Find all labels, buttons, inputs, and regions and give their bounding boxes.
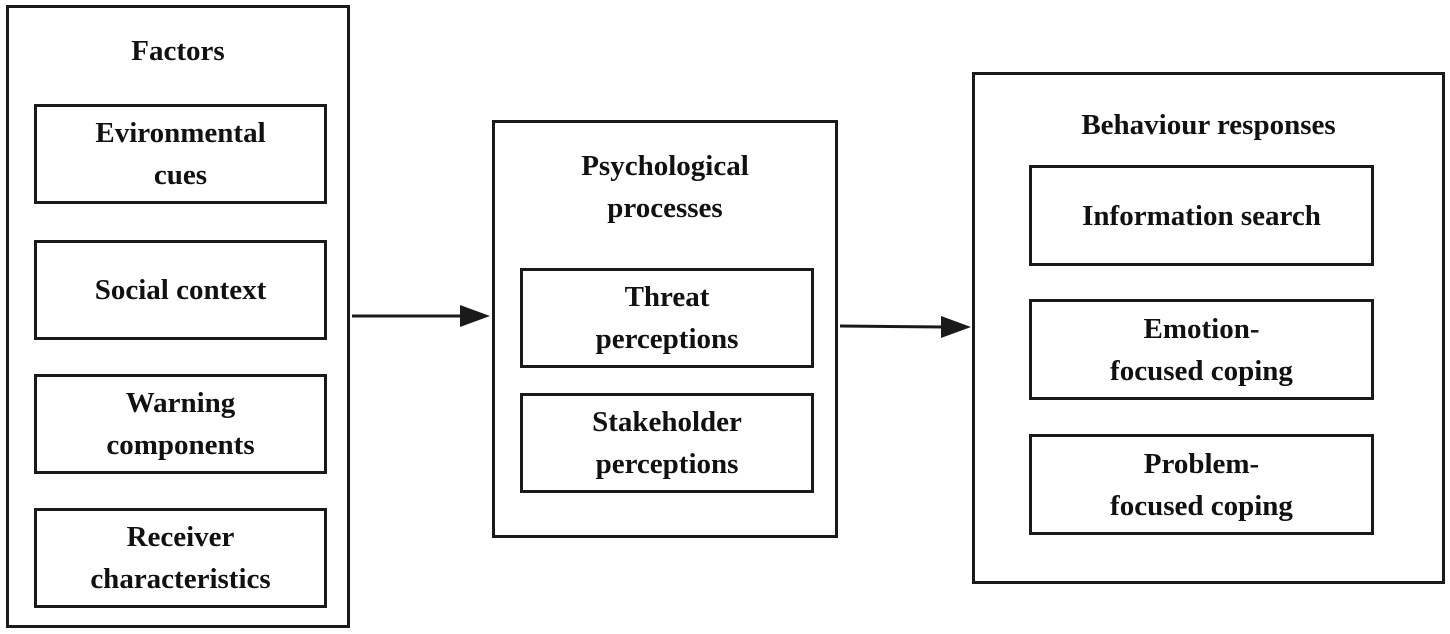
behaviour-emotion-focused-coping-line1: Emotion- [1143,312,1260,345]
psych-threat-perceptions-line2: perceptions [595,323,739,355]
behaviour-problem-focused-coping-line1: Problem- [1143,447,1260,480]
psych-threat-perceptions: Threat perceptions [520,268,814,368]
factor-warning-components: Warning components [34,374,327,474]
factor-environmental-cues: Evironmental cues [34,104,327,204]
psychological-title: Psychological processes [495,145,835,229]
factor-environmental-cues-line2: cues [153,159,208,191]
behaviour-emotion-focused-coping-line2: focused coping [1110,354,1293,387]
factor-warning-components-line2: components [106,429,255,461]
psych-stakeholder-perceptions-line1: Stakeholder [592,406,742,438]
behaviour-information-search: Information search [1029,165,1374,266]
arrow-psychological-to-behaviour [839,316,971,338]
arrow-factors-to-psychological [352,305,490,327]
psychological-title-line2: processes [607,192,723,224]
factor-social-context-line1: Social context [94,274,267,306]
behaviour-group: Behaviour responses Information search E… [972,72,1445,584]
factors-title: Factors [131,35,225,67]
factor-receiver-characteristics: Receiver characteristics [34,508,327,608]
factor-environmental-cues-line1: Evironmental [95,117,266,149]
factor-receiver-characteristics-line1: Receiver [126,521,235,553]
behaviour-information-search-line1: Information search [1082,199,1321,232]
factor-receiver-characteristics-line2: characteristics [90,563,271,595]
factor-warning-components-line1: Warning [125,387,236,419]
factor-social-context: Social context [34,240,327,340]
psych-stakeholder-perceptions: Stakeholder perceptions [520,393,814,493]
behaviour-title: Behaviour responses [1081,109,1336,141]
psychological-title-line1: Psychological [581,150,749,182]
psychological-group: Psychological processes Threat perceptio… [492,120,838,538]
behaviour-problem-focused-coping: Problem- focused coping [1029,434,1374,535]
psych-threat-perceptions-line1: Threat [624,281,710,313]
factors-group: Factors Evironmental cues Social context… [6,5,350,628]
behaviour-problem-focused-coping-line2: focused coping [1110,489,1293,522]
behaviour-emotion-focused-coping: Emotion- focused coping [1029,299,1374,400]
psych-stakeholder-perceptions-line2: perceptions [595,448,739,480]
